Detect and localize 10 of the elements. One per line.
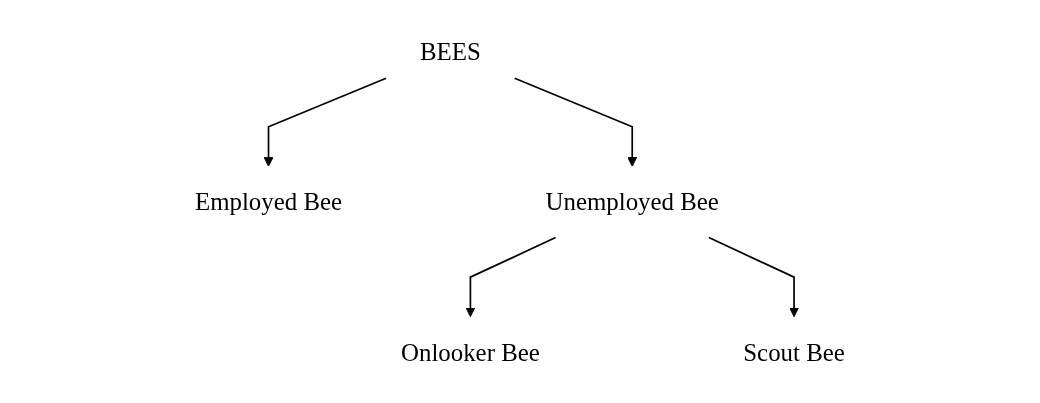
node-text: Onlooker Bee [401,337,540,366]
arrow [465,236,557,317]
node-text: Unemployed Bee [545,187,720,216]
node-text: Employed Bee [195,187,343,216]
arrow [263,76,387,167]
tree-diagram: BEES Employed Bee Unemployed Bee Onlooker Bee Scout Bee [152,6,888,397]
node-text: BEES [420,37,481,66]
arrow [513,76,638,167]
node-text: Scout Bee [743,337,845,366]
arrow [708,236,800,317]
